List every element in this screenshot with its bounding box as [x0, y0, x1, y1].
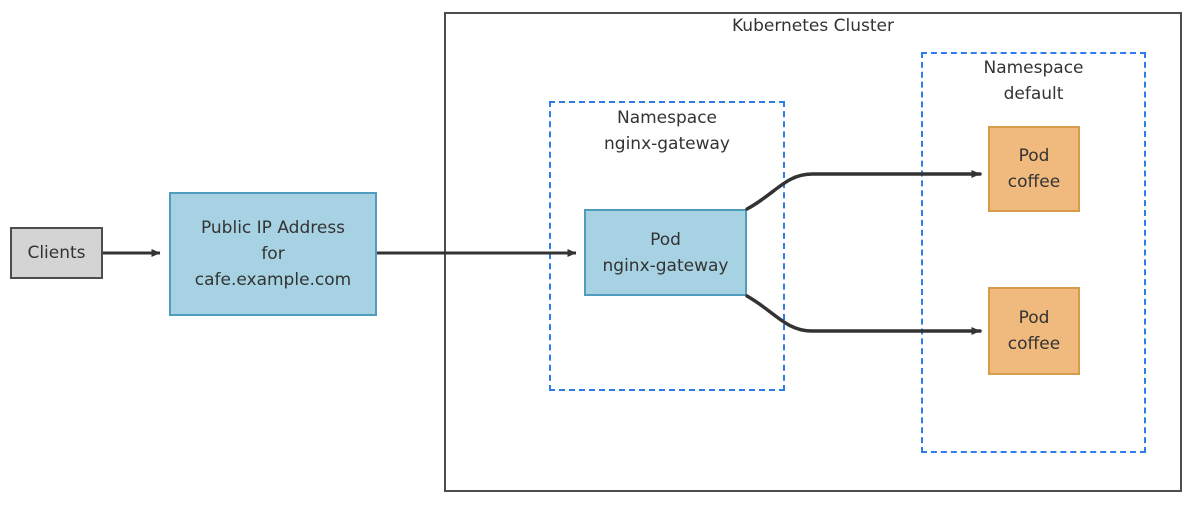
node-clients-label: Clients: [27, 243, 86, 263]
namespace-nginx-gateway-box: [549, 101, 785, 391]
node-pod-nginx-gateway: Pod nginx-gateway: [584, 209, 747, 296]
namespace-default-label-line1: Namespace: [983, 58, 1084, 78]
node-pod-coffee-1-line1: Pod: [1018, 146, 1050, 166]
node-pod-coffee-2: Pod coffee: [988, 287, 1080, 375]
namespace-nginx-gateway-label-line2: nginx-gateway: [604, 134, 730, 154]
node-public-ip-address: Public IP Address for cafe.example.com: [169, 192, 377, 316]
node-pod-coffee-1-line2: coffee: [1007, 172, 1061, 192]
node-clients: Clients: [10, 227, 103, 279]
namespace-default-label-line2: default: [1003, 84, 1064, 104]
node-public-ip-line2: for: [261, 244, 285, 264]
kubernetes-cluster-label: Kubernetes Cluster: [732, 16, 894, 36]
node-pod-coffee-2-line2: coffee: [1007, 334, 1061, 354]
node-pod-nginx-gateway-line2: nginx-gateway: [602, 255, 729, 276]
node-pod-coffee-1: Pod coffee: [988, 126, 1080, 212]
node-pod-coffee-2-line1: Pod: [1018, 308, 1050, 328]
namespace-nginx-gateway-label: Namespace nginx-gateway: [549, 105, 785, 157]
namespace-default-box: [921, 52, 1146, 453]
namespace-nginx-gateway-label-line1: Namespace: [616, 108, 718, 128]
namespace-default-label: Namespace default: [921, 55, 1146, 107]
node-pod-nginx-gateway-line1: Pod: [650, 229, 681, 250]
node-public-ip-line1: Public IP Address: [200, 218, 346, 238]
node-public-ip-line3: cafe.example.com: [194, 270, 352, 290]
